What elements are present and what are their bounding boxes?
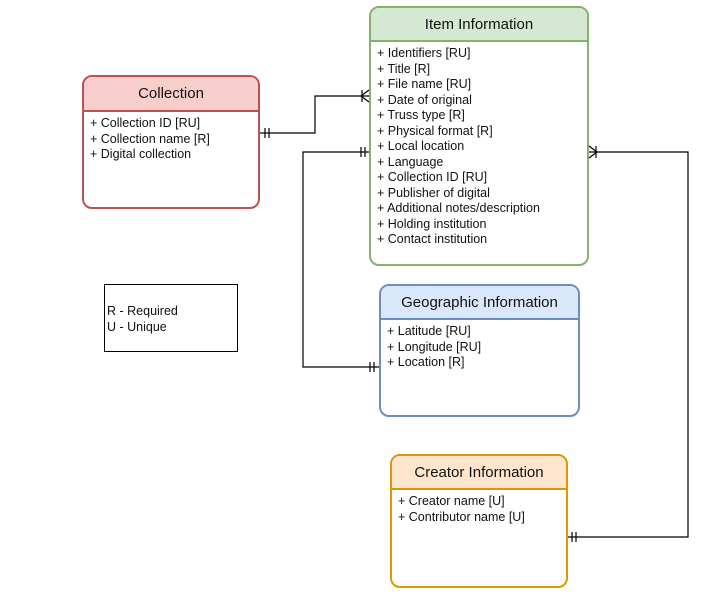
crowfoot-mark: [588, 145, 598, 153]
collection-entity-title: Collection: [84, 77, 258, 112]
item-attribute: + Holding institution: [377, 216, 487, 231]
item-information-attribute-list: + Identifiers [RU] + Title [R] + File na…: [371, 42, 587, 248]
item-attribute: + File name [RU]: [377, 77, 472, 91]
creator-information-entity[interactable]: Creator Information + Creator name [U] +…: [390, 454, 568, 588]
item-attribute: + Publisher of digital: [377, 185, 490, 200]
geo-attribute: + Longitude [RU]: [387, 339, 482, 354]
item-information-entity[interactable]: Item Information + Identifiers [RU] + Ti…: [369, 6, 589, 266]
connector-line: [302, 151, 379, 368]
legend-box: R - Required U - Unique: [104, 284, 238, 352]
item-attribute: + Truss type [R]: [377, 108, 465, 122]
item-attribute: + Date of original: [377, 92, 472, 107]
item-attribute: + Language: [377, 154, 444, 169]
collection-attribute: + Collection ID [RU]: [90, 116, 201, 130]
collection-attribute: + Digital collection: [90, 147, 192, 161]
legend-unique: U - Unique: [107, 319, 167, 334]
item-attribute: + Collection ID [RU]: [377, 170, 488, 184]
collection-entity[interactable]: Collection + Collection ID [RU] + Collec…: [82, 75, 260, 209]
item-attribute: + Title [R]: [377, 61, 431, 76]
creator-attribute: + Contributor name [U]: [398, 509, 525, 524]
crowfoot-mark: [360, 95, 370, 103]
creator-information-attribute-list: + Creator name [U] + Contributor name [U…: [392, 490, 566, 525]
geographic-information-entity-title: Geographic Information: [381, 286, 578, 320]
item-attribute: + Identifiers [RU]: [377, 46, 471, 60]
creator-information-entity-title: Creator Information: [392, 456, 566, 490]
crowfoot-mark: [588, 151, 598, 159]
collection-attribute-list: + Collection ID [RU] + Collection name […: [84, 112, 258, 163]
legend-required: R - Required: [107, 304, 178, 318]
geographic-information-attribute-list: + Latitude [RU] + Longitude [RU] + Locat…: [381, 320, 578, 371]
item-attribute: + Additional notes/description: [377, 201, 540, 215]
item-attribute: + Contact institution: [377, 232, 488, 246]
collection-item-connector: [260, 89, 370, 138]
geo-attribute: + Latitude [RU]: [387, 324, 471, 338]
item-attribute: + Physical format [R]: [377, 123, 493, 138]
item-attribute: + Local location: [377, 139, 465, 153]
geo-attribute: + Location [R]: [387, 355, 465, 369]
collection-attribute: + Collection name [R]: [90, 131, 210, 146]
geographic-information-entity[interactable]: Geographic Information + Latitude [RU] +…: [379, 284, 580, 417]
geo-item-connector: [302, 147, 379, 372]
connector-line: [260, 95, 369, 134]
crowfoot-mark: [360, 89, 370, 97]
item-information-entity-title: Item Information: [371, 8, 587, 42]
creator-attribute: + Creator name [U]: [398, 494, 505, 508]
